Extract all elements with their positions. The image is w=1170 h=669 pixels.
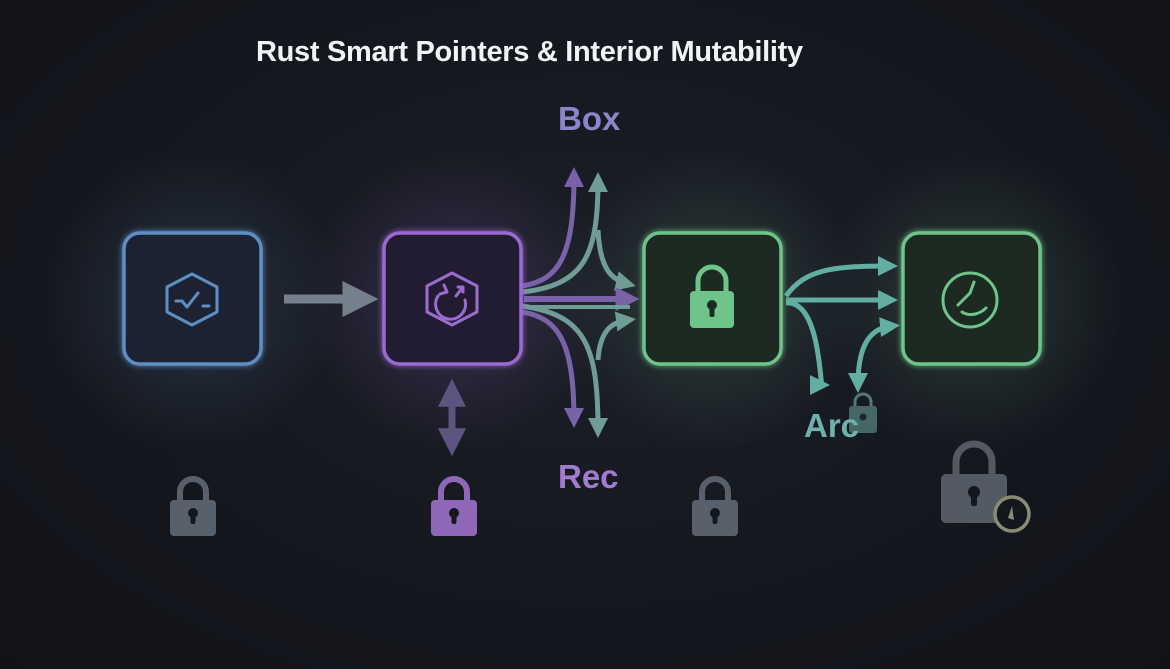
lock-icon-4 xyxy=(941,440,1007,523)
arc-lock-icon xyxy=(849,392,877,433)
node-1 xyxy=(122,231,263,366)
node-2 xyxy=(382,231,523,366)
clock-badge-icon xyxy=(993,495,1031,533)
padlock-icon xyxy=(690,264,734,328)
arrow-branch-middle xyxy=(524,287,640,311)
arrow-3-to-4 xyxy=(783,256,900,395)
lock-icon-1 xyxy=(170,476,216,536)
node-3 xyxy=(642,231,783,366)
arrow-branch-upper xyxy=(521,167,636,295)
lock-icon-3 xyxy=(692,476,738,536)
node-4 xyxy=(901,231,1042,366)
lock-icon-2 xyxy=(431,476,477,536)
arrow-branch-lower xyxy=(521,303,636,438)
page-title: Rust Smart Pointers & Interior Mutabilit… xyxy=(256,36,803,68)
hexagon-refresh-icon xyxy=(425,271,479,327)
label-box: Box xyxy=(558,100,621,137)
label-rec: Rec xyxy=(558,458,619,495)
hexagon-check-icon xyxy=(165,272,219,327)
label-arc: Arc xyxy=(804,407,860,444)
clock-icon xyxy=(941,271,999,329)
